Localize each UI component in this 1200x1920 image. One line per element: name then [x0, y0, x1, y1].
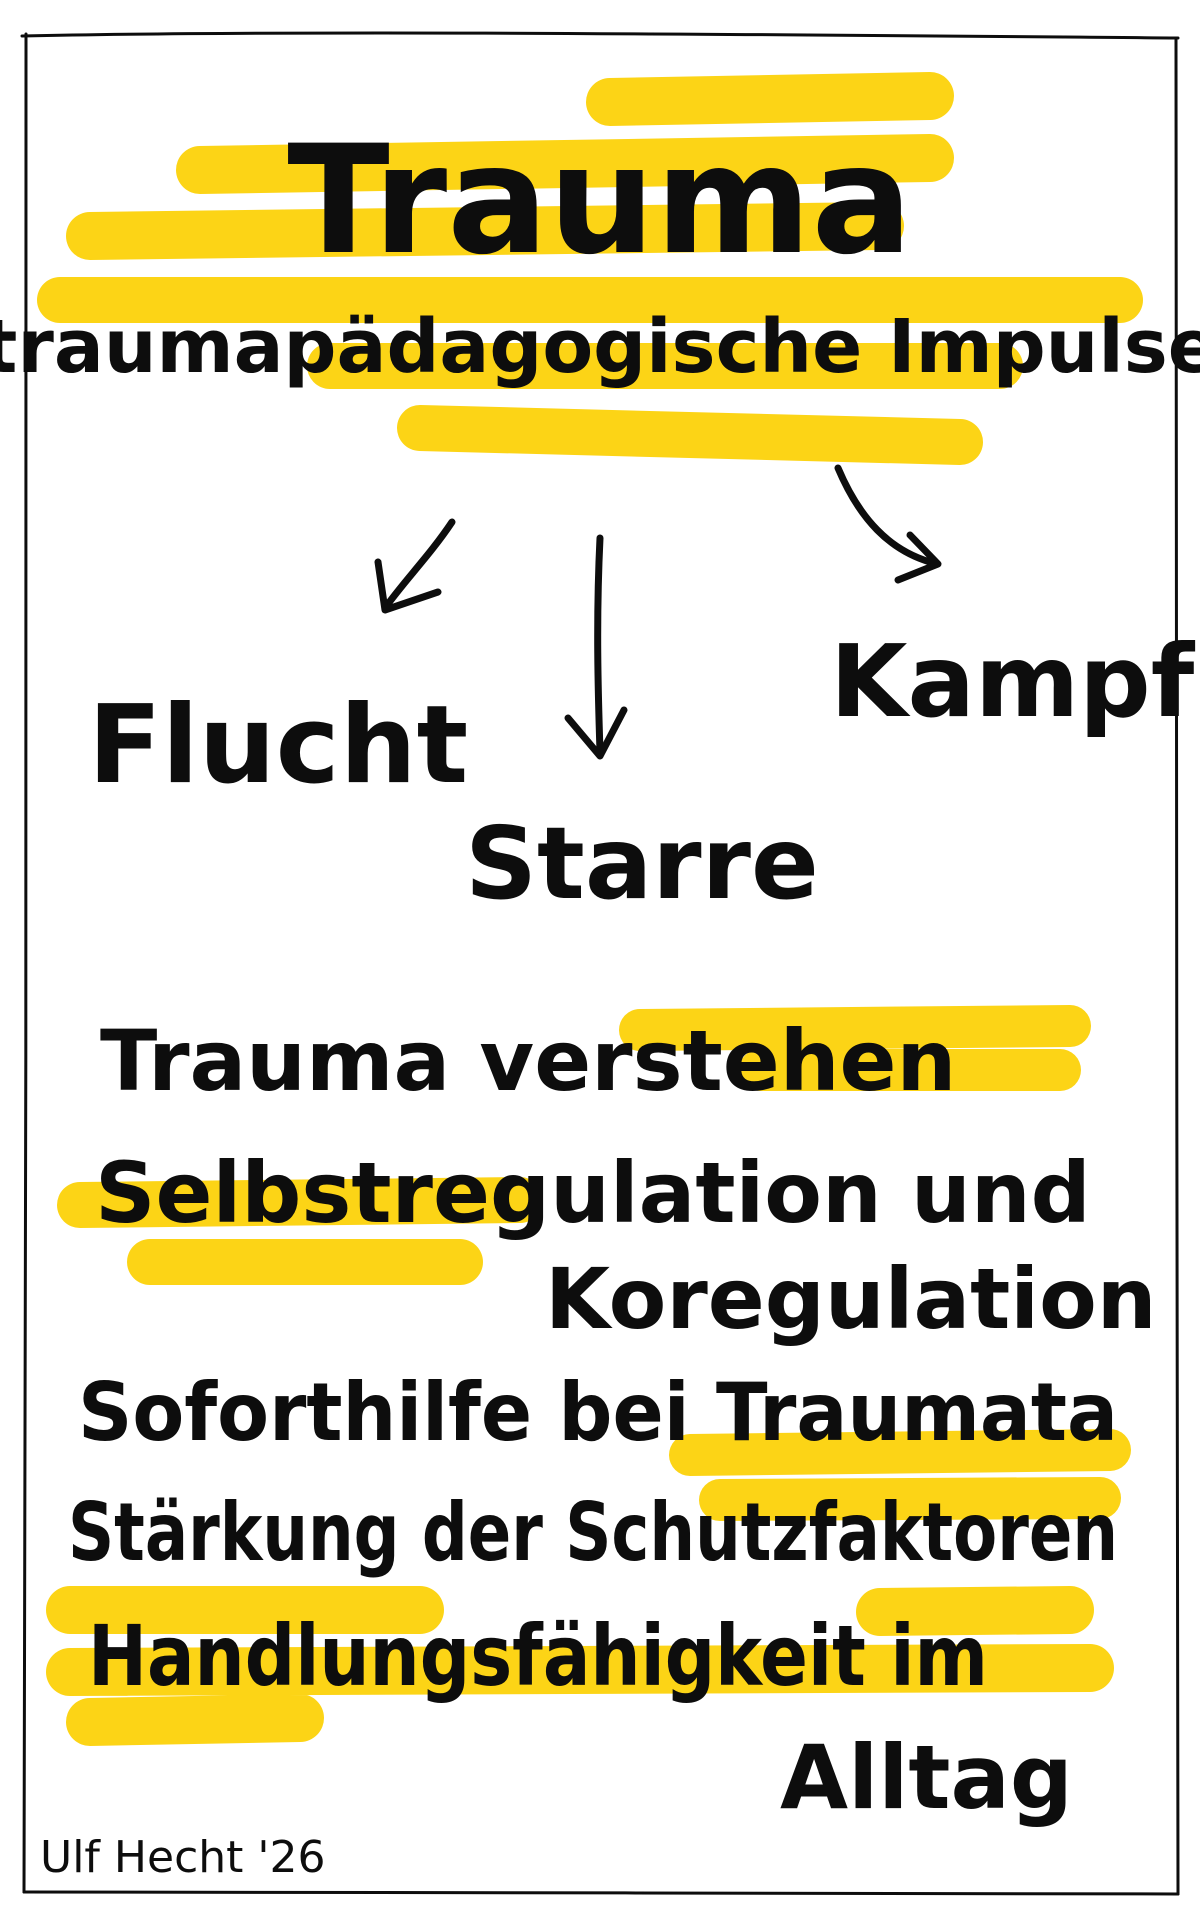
list-item: Trauma verstehen [100, 1012, 956, 1110]
highlight-strokes [37, 72, 1143, 1746]
verstehen-highlight [619, 1005, 1091, 1091]
impulse-list: Trauma verstehen Selbstregulation und Ko… [68, 1012, 1157, 1829]
list-item: Koregulation [545, 1250, 1157, 1348]
response-fight: Kampf [830, 623, 1196, 740]
artist-signature: Ulf Hecht '26 [40, 1832, 325, 1883]
list-item: Selbstregulation und [95, 1144, 1091, 1242]
subtitle-highlight [37, 277, 1143, 465]
title-highlight [66, 72, 954, 260]
list-item: Soforthilfe bei Traumata [78, 1366, 1118, 1459]
page-frame [20, 31, 1180, 1896]
list-item: Alltag [780, 1726, 1073, 1829]
list-item: Handlungsfähigkeit im [88, 1607, 988, 1705]
schutz-highlight [669, 1429, 1131, 1521]
arrows [374, 464, 942, 760]
selbstreg-highlight [57, 1177, 543, 1285]
page-title: Trauma [287, 114, 912, 288]
arrow-to-flight [374, 518, 456, 614]
page-subtitle: traumapädagogische Impulse [0, 304, 1200, 390]
response-flight: Flucht [88, 683, 468, 808]
handlung-highlight [46, 1586, 1114, 1746]
arrow-to-fight [834, 464, 942, 584]
response-freeze: Starre [465, 805, 819, 922]
list-item: Stärkung der Schutzfaktoren [68, 1486, 1118, 1579]
arrow-to-freeze [564, 534, 628, 760]
